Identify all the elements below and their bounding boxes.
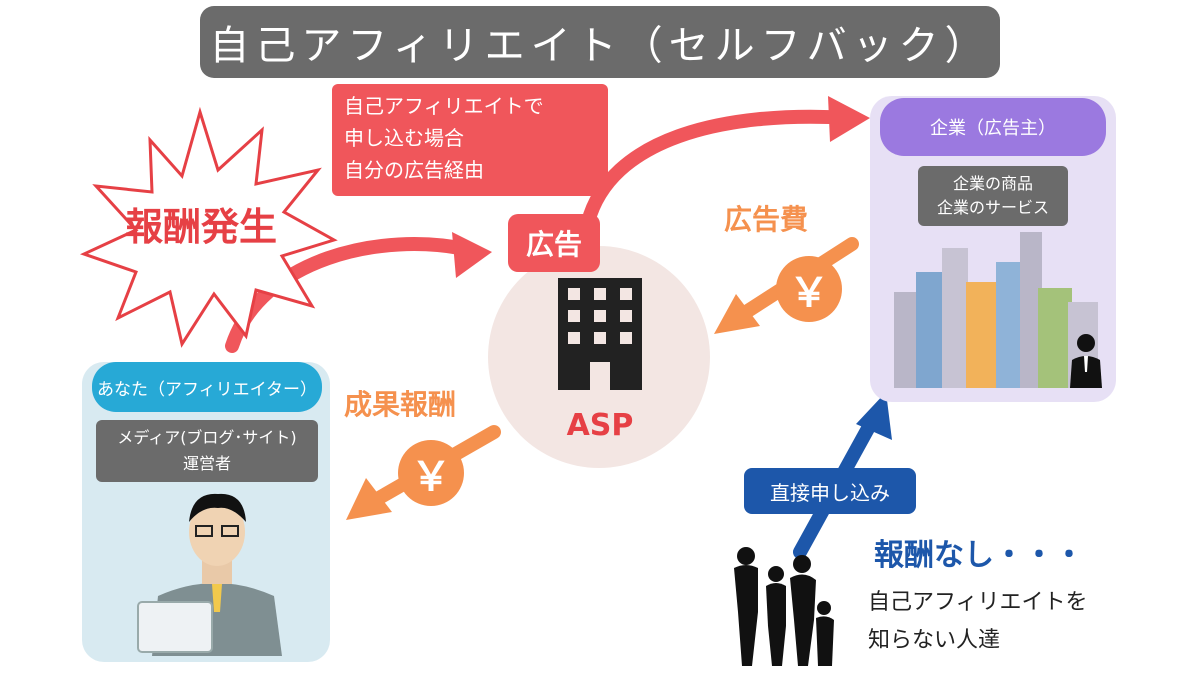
you-desc-line-2: 運営者 [182, 454, 231, 473]
building-icon [558, 278, 642, 390]
orange-arrowhead-asp [714, 294, 760, 334]
note-line-2: 申し込む場合 [344, 126, 464, 150]
blue-arrowhead-company [856, 392, 892, 440]
reward-burst-text: 報酬発生 [124, 205, 277, 249]
you-header: あなた（アフィリエイター） [92, 362, 322, 412]
yen-icon: ￥ [776, 256, 842, 322]
red-arrow-asp-to-company [581, 109, 857, 229]
businessman-icon [1070, 334, 1102, 388]
ad-badge: 広告 [508, 214, 600, 272]
red-arrowhead-asp [452, 232, 492, 278]
asp-label: ASP [566, 408, 634, 443]
company-desc-line-1: 企業の商品 [952, 174, 1033, 193]
city-icon [894, 232, 1098, 388]
page-title: 自己アフィリエイト（セルフバック） [200, 6, 1000, 78]
burst-shape [79, 106, 338, 348]
you-desc-line-1: メディア(ブログ･サイト) [117, 428, 297, 447]
company-header: 企業（広告主） [880, 98, 1106, 156]
orange-arrowhead-you [346, 478, 392, 520]
unaware-line-1: 自己アフィリエイトを [868, 590, 1088, 615]
direct-application-badge: 直接申し込み [744, 468, 916, 514]
result-reward-label: 成果報酬 [344, 388, 457, 421]
no-reward-label: 報酬なし・・・ [874, 538, 1084, 573]
unaware-line-2: 知らない人達 [868, 628, 1001, 653]
self-affiliate-note: 自己アフィリエイトで 申し込む場合 自分の広告経由 [332, 84, 608, 196]
yen-icon: ￥ [398, 440, 464, 506]
affiliate-person-icon [137, 493, 282, 656]
unaware-people-label: 自己アフィリエイトを 知らない人達 [868, 584, 1088, 660]
red-arrowhead-company [828, 96, 870, 142]
you-description: メディア(ブログ･サイト) 運営者 [96, 420, 318, 482]
company-desc-line-2: 企業のサービス [936, 198, 1049, 217]
company-description: 企業の商品 企業のサービス [918, 166, 1068, 226]
note-line-3: 自分の広告経由 [344, 158, 484, 182]
note-line-1: 自己アフィリエイトで [344, 94, 544, 118]
family-silhouette-icon [734, 547, 834, 666]
ad-fee-label: 広告費 [724, 203, 809, 236]
